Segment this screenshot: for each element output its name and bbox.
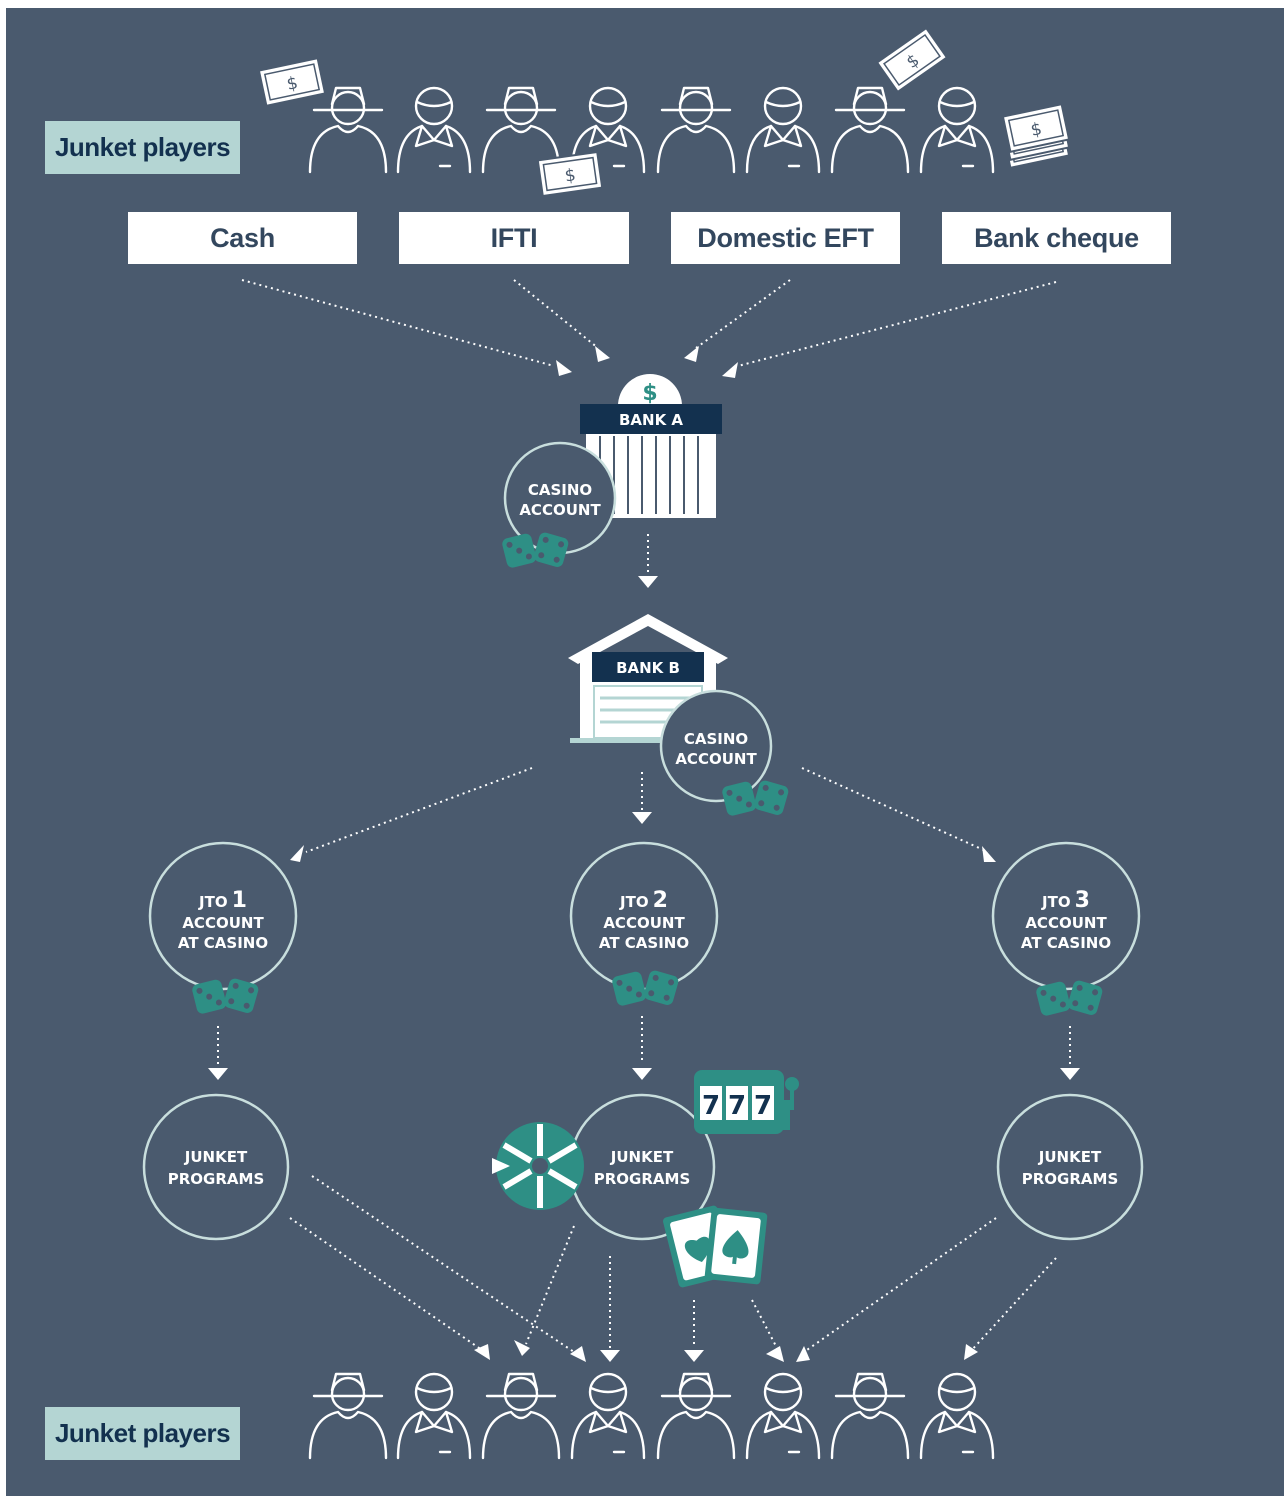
junket-players-label-bottom: Junket players [45,1407,240,1460]
slot-reel: 7 [754,1091,772,1121]
slot-reel: 7 [728,1091,746,1121]
program-label: JUNKET [1038,1148,1102,1166]
arrowheads [208,1068,1080,1080]
program-label: PROGRAMS [1022,1170,1119,1188]
jto-number: 2 [653,888,668,913]
junket-programs-3: JUNKET PROGRAMS [996,1093,1144,1241]
bottom-players-group [308,1372,995,1460]
program-label: PROGRAMS [168,1170,265,1188]
program-label: PROGRAMS [594,1170,691,1188]
dollar-sign-icon: $ [642,381,657,406]
jto-label: ACCOUNT [603,914,685,932]
method-domestic-eft: Domestic EFT [671,212,900,264]
jto-prefix: JTO [619,893,649,911]
player-icon [919,86,995,174]
roulette-wheel-icon [492,1122,584,1210]
jto-label: ACCOUNT [1025,914,1107,932]
program-label: JUNKET [184,1148,248,1166]
jto-label: AT CASINO [178,934,268,952]
player-icon [830,86,910,174]
junket-programs-2: JUNKET PROGRAMS [568,1093,716,1241]
player-icon [656,1372,736,1460]
method-cash: Cash [128,212,357,264]
banknote-icon [536,150,604,198]
program-label: JUNKET [610,1148,674,1166]
player-icon [308,1372,388,1460]
account-label: CASINO [684,730,748,748]
jto-label: AT CASINO [1021,934,1111,952]
player-icon [745,1372,821,1460]
slot-machine-icon: 7 7 7 [694,1070,799,1134]
player-icon [396,86,472,174]
jto-number: 3 [1075,888,1090,913]
junket-programs-1: JUNKET PROGRAMS [142,1093,290,1241]
banknote-icon [257,57,327,107]
jto-label: AT CASINO [599,934,689,952]
method-ifti: IFTI [399,212,629,264]
program-connectors [289,1175,1057,1353]
bank-b-casino-account: CASINO ACCOUNT [659,689,790,817]
bank-a-label: BANK A [619,411,683,429]
player-icon [919,1372,995,1460]
player-icon [570,1372,646,1460]
arrowhead [638,576,658,588]
bank-b-connectors [305,767,989,853]
slot-reel: 7 [702,1091,720,1121]
account-label: CASINO [528,481,592,499]
jto-prefix: JTO [198,893,228,911]
banknote-icon [876,27,948,93]
arrowheads [474,1340,978,1362]
account-label: ACCOUNT [519,501,601,519]
arrowheads [290,812,996,862]
jto-number: 1 [232,888,247,913]
bank-b-label: BANK B [616,659,680,677]
jto-label: ACCOUNT [182,914,264,932]
playing-cards-icon [663,1205,768,1288]
player-icon [745,86,821,174]
player-icon [396,1372,472,1460]
top-players-group [308,86,995,174]
junket-players-label-top: Junket players [45,121,240,174]
player-icon [656,86,736,174]
player-icon [308,86,388,174]
arrowheads [556,346,738,378]
account-label: ACCOUNT [675,750,757,768]
method-bank-cheque: Bank cheque [942,212,1171,264]
bank-a-building: $ BANK A [580,374,722,518]
money-stack-icon [1001,103,1071,169]
player-icon [481,1372,561,1460]
bank-a-casino-account: CASINO ACCOUNT [501,441,617,569]
jto-prefix: JTO [1041,893,1071,911]
player-icon [830,1372,910,1460]
jto-connectors [217,1016,1071,1064]
method-connectors [241,279,1057,367]
